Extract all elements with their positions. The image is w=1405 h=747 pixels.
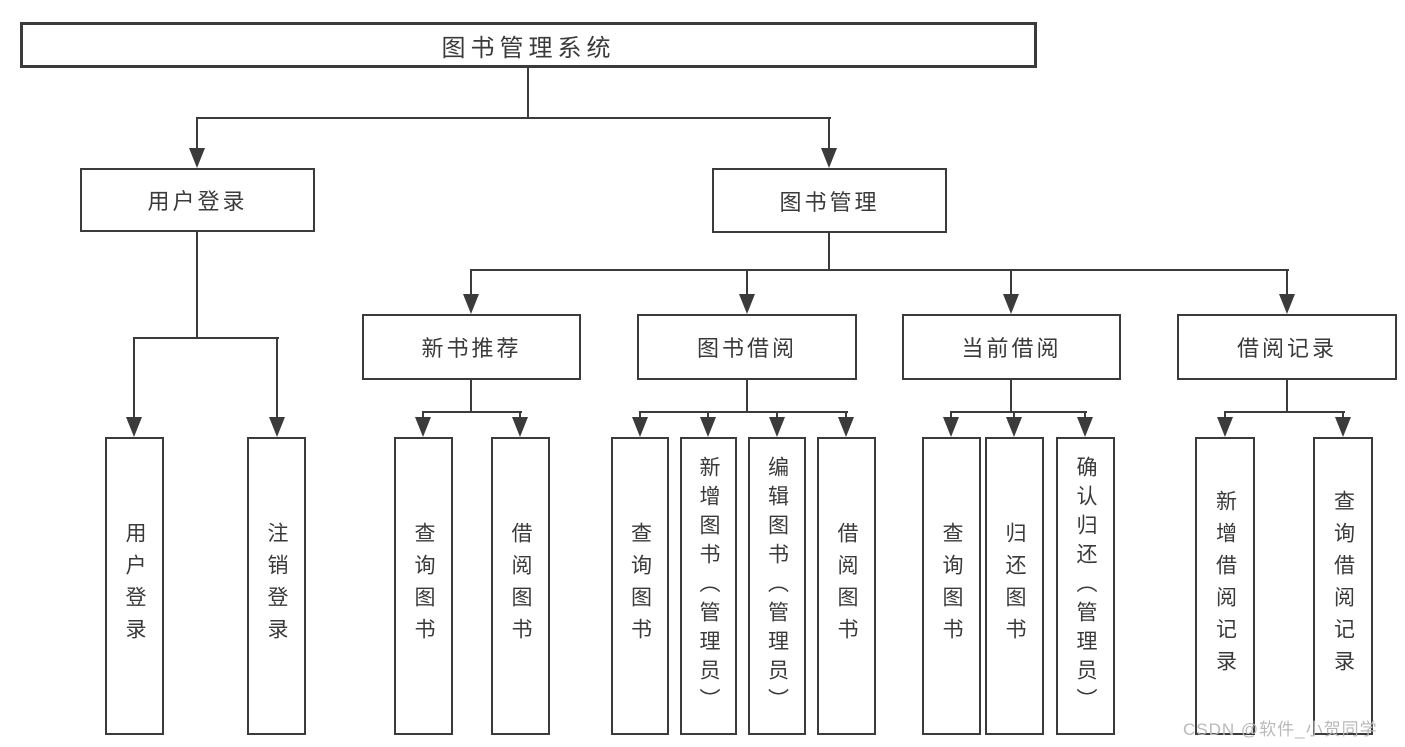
node-book-borrow: 图书借阅 (637, 314, 857, 380)
connector-drop (746, 269, 748, 297)
leaf-label: 编辑图书（管理员） (765, 455, 789, 717)
node-book-management: 图书管理 (712, 168, 947, 233)
connector-drop (276, 337, 278, 419)
leaf-label: 确认归还（管理员） (1074, 455, 1097, 717)
node-label: 新书推荐 (421, 336, 522, 361)
leaf-label: 新增借阅记录 (1213, 490, 1237, 682)
arrowhead-icon (1077, 417, 1093, 437)
leaf-user-login: 用户登录 (105, 437, 164, 735)
arrowhead-icon (769, 417, 785, 437)
csdn-watermark: CSDN @软件_小贺同学 (1183, 720, 1378, 739)
connector-drop (828, 117, 830, 151)
connector-drop (776, 411, 778, 420)
connector-stub (1286, 380, 1288, 412)
connector-user-rail (133, 337, 279, 339)
leaf-label: 查询图书 (412, 522, 435, 650)
connector-stub (746, 380, 748, 412)
arrowhead-icon (1217, 417, 1233, 437)
leaf-label: 注销登录 (265, 522, 288, 650)
arrowhead-icon (739, 294, 755, 314)
leaf-edit-book-admin: 编辑图书（管理员） (748, 437, 806, 735)
connector-level1-rail (196, 117, 831, 119)
leaf-borrow-books: 借阅图书 (817, 437, 876, 735)
leaf-confirm-return-admin: 确认归还（管理员） (1056, 437, 1115, 735)
node-label: 当前借阅 (961, 336, 1062, 361)
arrowhead-icon (1279, 294, 1295, 314)
leaf-query-books-borrow: 查询图书 (611, 437, 669, 735)
connector-drop (1010, 269, 1012, 297)
arrowhead-icon (943, 417, 959, 437)
connector-drop (470, 269, 472, 297)
leaf-label: 查询借阅记录 (1331, 490, 1355, 682)
arrowhead-icon (269, 417, 285, 437)
connector-rail (1224, 411, 1345, 413)
leaf-add-book-admin: 新增图书（管理员） (680, 437, 737, 735)
connector-drop (845, 411, 847, 420)
node-label: 图书管理 (779, 189, 880, 215)
arrowhead-icon (700, 417, 716, 437)
node-user-login-branch: 用户登录 (80, 168, 315, 232)
leaf-logout: 注销登录 (247, 437, 306, 735)
connector-mgmt-stub (828, 233, 830, 270)
arrowhead-icon (189, 148, 205, 168)
connector-drop (1224, 411, 1226, 420)
arrowhead-icon (463, 294, 479, 314)
arrowhead-icon (821, 148, 837, 168)
leaf-add-borrow-record: 新增借阅记录 (1195, 437, 1255, 735)
node-borrow-records: 借阅记录 (1177, 314, 1397, 380)
connector-level3-rail (470, 269, 1289, 271)
leaf-label: 新增图书（管理员） (697, 455, 720, 717)
connector-drop (422, 411, 424, 420)
connector-drop (133, 337, 135, 419)
leaf-label: 查询图书 (628, 522, 652, 650)
connector-rail (639, 411, 848, 413)
leaf-label: 用户登录 (123, 522, 146, 650)
leaf-query-borrow-record: 查询借阅记录 (1313, 437, 1373, 735)
node-root-label: 图书管理系统 (441, 34, 616, 62)
arrowhead-icon (415, 417, 431, 437)
connector-drop (639, 411, 641, 420)
leaf-label: 借阅图书 (835, 522, 858, 650)
connector-user-stub (196, 232, 198, 338)
arrowhead-icon (838, 417, 854, 437)
arrowhead-icon (1335, 417, 1351, 437)
connector-stub (1010, 380, 1012, 412)
connector-drop (1084, 411, 1086, 420)
leaf-label: 查询图书 (940, 522, 963, 650)
connector-root-stub (527, 68, 529, 118)
connector-rail (422, 411, 522, 413)
leaf-label: 借阅图书 (509, 522, 532, 650)
leaf-query-books-current: 查询图书 (922, 437, 981, 735)
connector-drop (707, 411, 709, 420)
node-label: 用户登录 (147, 189, 248, 214)
connector-drop (519, 411, 521, 420)
arrowhead-icon (126, 417, 142, 437)
connector-drop (1342, 411, 1344, 420)
node-current-borrow: 当前借阅 (902, 314, 1121, 380)
leaf-query-books-recommend: 查询图书 (394, 437, 453, 735)
node-new-book-recommend: 新书推荐 (362, 314, 581, 380)
connector-drop (196, 117, 198, 151)
connector-drop (950, 411, 952, 420)
leaf-borrow-books-recommend: 借阅图书 (491, 437, 550, 735)
connector-rail (950, 411, 1087, 413)
node-root: 图书管理系统 (20, 22, 1037, 68)
node-label: 借阅记录 (1236, 336, 1337, 361)
leaf-return-book: 归还图书 (985, 437, 1044, 735)
connector-stub (470, 380, 472, 412)
node-label: 图书借阅 (696, 336, 797, 361)
leaf-label: 归还图书 (1003, 522, 1026, 650)
arrowhead-icon (512, 417, 528, 437)
connector-drop (1286, 269, 1288, 297)
arrowhead-icon (632, 417, 648, 437)
arrowhead-icon (1006, 417, 1022, 437)
arrowhead-icon (1003, 294, 1019, 314)
connector-drop (1013, 411, 1015, 420)
